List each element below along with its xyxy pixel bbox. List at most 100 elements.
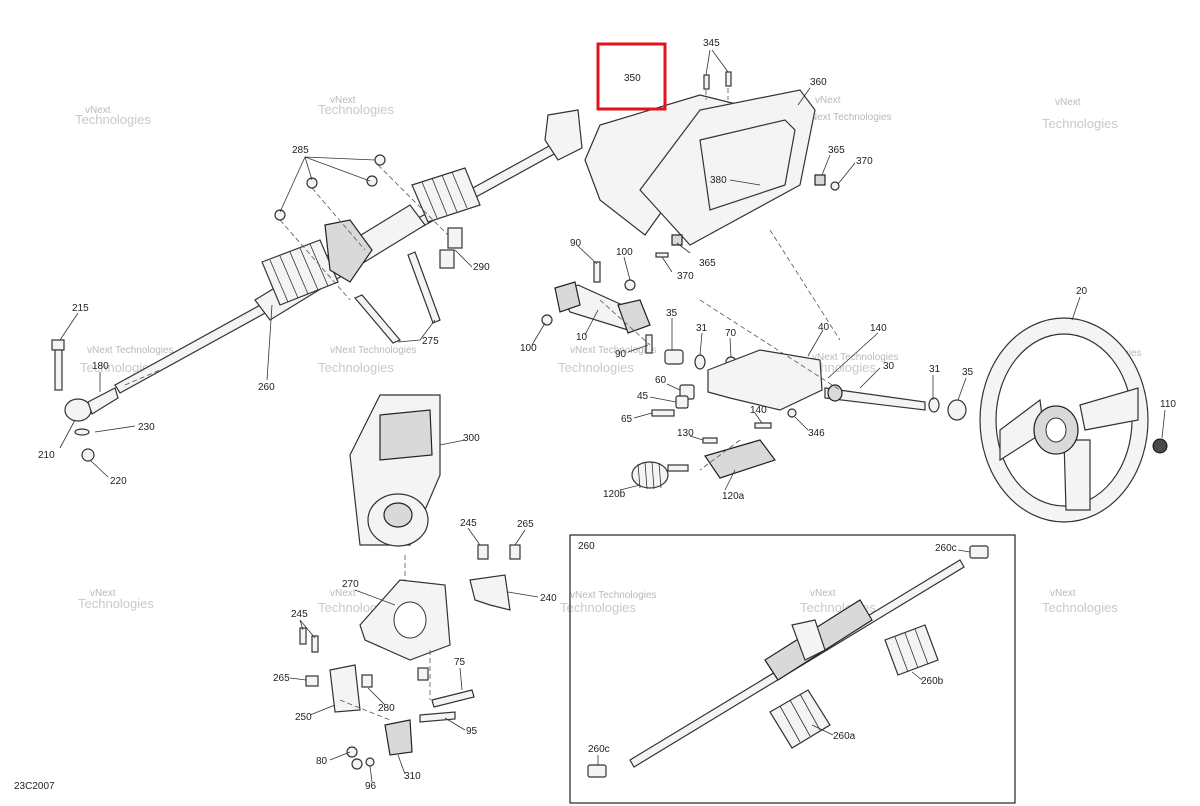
clip-365 [671, 234, 683, 246]
callout-70[interactable]: 70 [725, 328, 737, 339]
callout-45[interactable]: 45 [637, 391, 649, 402]
callout-370[interactable]: 370 [677, 271, 694, 282]
inset-frame [569, 534, 1016, 804]
bolt-75 [431, 689, 475, 708]
callout-270[interactable]: 270 [342, 579, 359, 590]
callout-260[interactable]: 260 [258, 382, 275, 393]
callout-80[interactable]: 80 [316, 756, 328, 767]
callout-365[interactable]: 365 [828, 145, 845, 156]
svg-text:vNext: vNext [815, 95, 841, 106]
callout-265[interactable]: 265 [273, 673, 290, 684]
callout-110[interactable]: 110 [1160, 399, 1176, 410]
callout-275[interactable]: 275 [422, 336, 439, 347]
callout-90[interactable]: 90 [615, 349, 627, 360]
callout-10[interactable]: 10 [576, 332, 588, 343]
callout-365[interactable]: 365 [699, 258, 716, 269]
callout-260c[interactable]: 260c [588, 744, 610, 755]
callout-260c[interactable]: 260c [935, 543, 957, 554]
callout-346[interactable]: 346 [808, 428, 825, 439]
callout-30[interactable]: 30 [883, 361, 895, 372]
callout-350[interactable]: 350 [624, 73, 641, 84]
nut-285 [374, 154, 386, 166]
svg-text:vNext Technologies: vNext Technologies [805, 112, 892, 123]
callout-35[interactable]: 35 [962, 367, 974, 378]
svg-text:Technologies: Technologies [560, 600, 636, 615]
bracket-240 [469, 574, 511, 611]
callout-260a[interactable]: 260a [833, 731, 856, 742]
svg-text:vNext Technologies: vNext Technologies [812, 352, 899, 363]
bolt-95 [419, 711, 456, 723]
callout-230[interactable]: 230 [138, 422, 155, 433]
svg-text:Technologies: Technologies [318, 360, 394, 375]
callout-245[interactable]: 245 [460, 518, 477, 529]
steering-cover-assembly [584, 71, 841, 341]
callout-285[interactable]: 285 [292, 145, 309, 156]
callout-31[interactable]: 31 [929, 364, 941, 375]
rack-boot-right [411, 167, 481, 223]
nut-110 [1152, 438, 1168, 454]
nut-100 [541, 314, 553, 326]
svg-text:vNext: vNext [330, 95, 356, 106]
svg-text:vNext Technologies: vNext Technologies [87, 345, 174, 356]
callout-265[interactable]: 265 [517, 519, 534, 530]
callout-20[interactable]: 20 [1076, 286, 1088, 297]
callout-75[interactable]: 75 [454, 657, 466, 668]
callout-250[interactable]: 250 [295, 712, 312, 723]
callout-96[interactable]: 96 [365, 781, 377, 792]
nut-285 [366, 175, 378, 187]
bolt-130 [702, 437, 718, 444]
callout-370[interactable]: 370 [856, 156, 873, 167]
steering-wheel-20 [979, 317, 1149, 523]
callout-95[interactable]: 95 [466, 726, 478, 737]
callout-31[interactable]: 31 [696, 323, 708, 334]
bolt-90 [593, 261, 601, 283]
bushing-35 [947, 399, 967, 421]
callout-60[interactable]: 60 [655, 375, 667, 386]
svg-text:vNext Technologies: vNext Technologies [330, 345, 417, 356]
screw-345 [703, 74, 710, 90]
nut-220 [81, 448, 95, 462]
callout-360[interactable]: 360 [810, 77, 827, 88]
callout-220[interactable]: 220 [110, 476, 127, 487]
bolt-245 [311, 635, 319, 653]
callout-240[interactable]: 240 [540, 593, 557, 604]
callout-180[interactable]: 180 [92, 361, 109, 372]
callout-245[interactable]: 245 [291, 609, 308, 620]
bolt-65 [651, 409, 675, 417]
bolt-290 [439, 249, 455, 269]
callout-380[interactable]: 380 [710, 175, 727, 186]
callout-90[interactable]: 90 [570, 238, 582, 249]
callout-130[interactable]: 130 [677, 428, 694, 439]
callout-210[interactable]: 210 [38, 450, 55, 461]
nut-80 [351, 758, 363, 770]
diagram-code: 23C2007 [14, 781, 55, 792]
callout-120b[interactable]: 120b [603, 489, 626, 500]
callout-290[interactable]: 290 [473, 262, 490, 273]
callout-100[interactable]: 100 [616, 247, 633, 258]
callout-35[interactable]: 35 [666, 308, 678, 319]
callout-140[interactable]: 140 [870, 323, 887, 334]
callout-140[interactable]: 140 [750, 405, 767, 416]
callout-345[interactable]: 345 [703, 38, 720, 49]
callout-260b[interactable]: 260b [921, 676, 944, 687]
svg-text:vNext: vNext [85, 105, 111, 116]
bolt-215 [51, 339, 65, 391]
callout-120a[interactable]: 120a [722, 491, 745, 502]
nut-80 [346, 746, 358, 758]
callout-40[interactable]: 40 [818, 322, 830, 333]
callout-300[interactable]: 300 [463, 433, 480, 444]
callout-280[interactable]: 280 [378, 703, 395, 714]
callout-100[interactable]: 100 [520, 343, 537, 354]
rack-breakdown-inset: 260 [569, 534, 1016, 804]
callout-65[interactable]: 65 [621, 414, 633, 425]
ring-31 [694, 354, 706, 370]
nut-346 [787, 408, 797, 418]
sleeve-260c [969, 545, 989, 559]
svg-text:Technologies: Technologies [1042, 600, 1118, 615]
callout-215[interactable]: 215 [72, 303, 89, 314]
callout-310[interactable]: 310 [404, 771, 421, 782]
